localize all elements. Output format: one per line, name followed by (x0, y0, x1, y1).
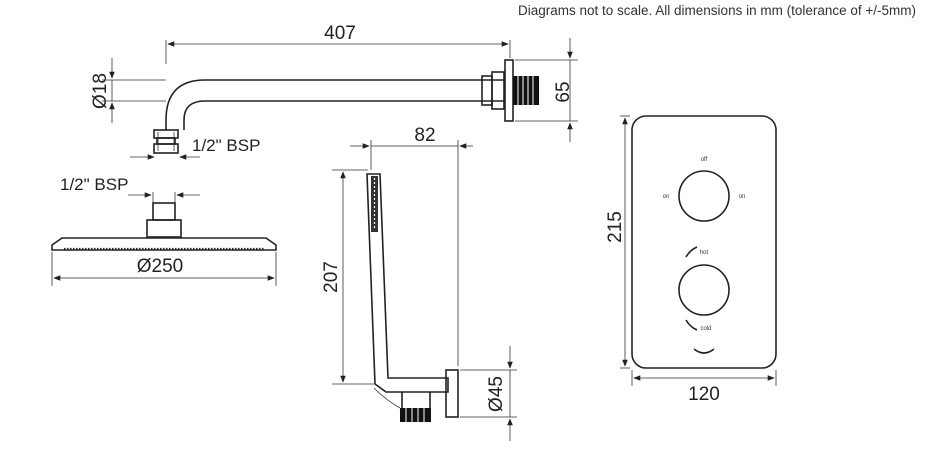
shower-arm-length-label: 407 (324, 23, 356, 44)
valve-on-left-label: on (663, 194, 670, 200)
shower-arm-height-label: 65 (553, 81, 574, 102)
hand-shower-diameter-label: Ø45 (486, 376, 507, 412)
valve-hot-label: hot (700, 250, 709, 256)
scale-note: Diagrams not to scale. All dimensions in… (517, 3, 916, 18)
hand-shower-dimensions (332, 140, 517, 441)
valve-cold-label: cold (700, 326, 711, 332)
hand-shower-height-label: 207 (321, 261, 342, 293)
shower-arm-thread-label: 1/2" BSP (192, 136, 260, 155)
shower-head-thread-label: 1/2" BSP (60, 175, 128, 194)
shower-head-dimensions (51, 192, 277, 286)
valve-plate-dimensions (620, 115, 777, 386)
valve-on-right-label: on (739, 194, 746, 200)
shower-arm-drawing (153, 59, 539, 154)
hand-shower-drawing (366, 173, 459, 422)
shower-head-diameter-label: Ø250 (137, 256, 183, 277)
shower-head-drawing (51, 202, 277, 251)
valve-plate-width-label: 120 (688, 384, 720, 405)
hand-shower-depth-label: 82 (414, 125, 435, 146)
shower-arm-dimensions (102, 38, 578, 160)
valve-plate-height-label: 215 (605, 211, 626, 243)
valve-plate-drawing (631, 115, 777, 369)
shower-arm-diameter-label: Ø18 (90, 73, 111, 109)
valve-off-label: off (701, 157, 708, 163)
